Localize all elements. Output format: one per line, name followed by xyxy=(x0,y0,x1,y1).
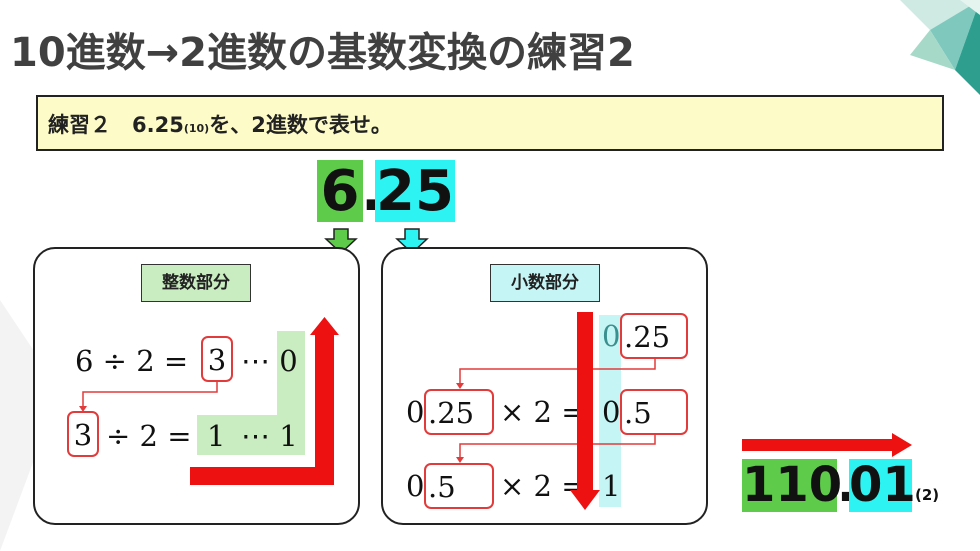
integer-part-label: 整数部分 xyxy=(141,264,251,302)
equals-sign: = xyxy=(167,419,192,453)
fraction-row2-res-int: 1 xyxy=(602,469,621,503)
question-suffix: を、2進数で表せ。 xyxy=(209,113,392,137)
red-down-arrow xyxy=(570,312,600,510)
integer-division-row-1: 6 ÷ 2 = xyxy=(75,341,188,381)
question-prefix: 練習２ 6.25 xyxy=(48,113,184,137)
ellipsis: ⋯ xyxy=(241,419,270,453)
fraction-connector-2 xyxy=(456,433,656,463)
cyan-down-arrow xyxy=(395,228,429,254)
fraction-row1-lhs-int: 0 xyxy=(406,395,425,429)
quotient-value-2: 1 xyxy=(207,419,226,453)
multiplier: 2 xyxy=(533,469,552,503)
fraction-top-box: .25 xyxy=(620,313,688,359)
remainder-row-2: ⋯ 1 xyxy=(241,416,298,456)
question-base: (10) xyxy=(183,122,210,135)
green-down-arrow xyxy=(324,228,358,254)
left-decoration xyxy=(0,300,60,551)
top-decimal-point: . xyxy=(361,159,383,224)
answer-decimal-point: . xyxy=(837,457,856,513)
top-fraction-part: 25 xyxy=(375,159,455,224)
red-right-arrow xyxy=(742,433,912,457)
quotient-highlight xyxy=(197,415,281,455)
top-integer-part: 6 xyxy=(317,160,363,224)
answer-fraction-part: 01 xyxy=(849,457,916,513)
multiply-operator: × xyxy=(500,469,525,503)
red-up-arrow xyxy=(190,317,339,485)
equals-sign: = xyxy=(163,344,189,378)
question-text: 練習２ 6.25(10)を、2進数で表せ。 xyxy=(48,109,392,139)
remainder-value: 1 xyxy=(279,419,298,453)
answer-base: (2) xyxy=(915,486,940,504)
remainder-highlight xyxy=(277,331,305,455)
multiplier: 2 xyxy=(533,395,552,429)
ellipsis: ⋯ xyxy=(241,344,270,378)
divide-operator: ÷ xyxy=(106,419,131,453)
divisor: 2 xyxy=(136,344,155,378)
dividend: 6 xyxy=(75,344,94,378)
integer-division-row-2: ÷ 2 = xyxy=(106,416,192,456)
question-box: 練習２ 6.25(10)を、2進数で表せ。 xyxy=(36,95,944,151)
answer-integer-part: 110 xyxy=(742,457,843,513)
page-title: 10進数→2進数の基数変換の練習2 xyxy=(10,30,635,76)
fraction-top-int: 0 xyxy=(602,319,621,353)
corner-decoration xyxy=(900,0,980,95)
divisor: 2 xyxy=(139,419,158,453)
fraction-row2-lhs-int: 0 xyxy=(406,469,425,503)
fraction-connector-1 xyxy=(456,357,656,389)
fraction-row1-res-int: 0 xyxy=(602,395,621,429)
dividend-box-2: 3 xyxy=(67,411,99,457)
fraction-row2-lhs-box: .5 xyxy=(424,463,494,509)
divide-operator: ÷ xyxy=(102,344,127,378)
multiply-operator: × xyxy=(500,395,525,429)
integer-digit-highlight xyxy=(599,315,621,507)
remainder-value: 0 xyxy=(279,344,298,378)
remainder-row-1: ⋯ 0 xyxy=(241,341,298,381)
fraction-row1-res-box: .5 xyxy=(620,389,688,435)
fraction-part-label: 小数部分 xyxy=(490,264,600,302)
quotient-connector xyxy=(79,380,218,412)
fraction-row1-operation: × 2 = xyxy=(500,392,586,432)
fraction-row1-lhs-box: .25 xyxy=(424,389,494,435)
